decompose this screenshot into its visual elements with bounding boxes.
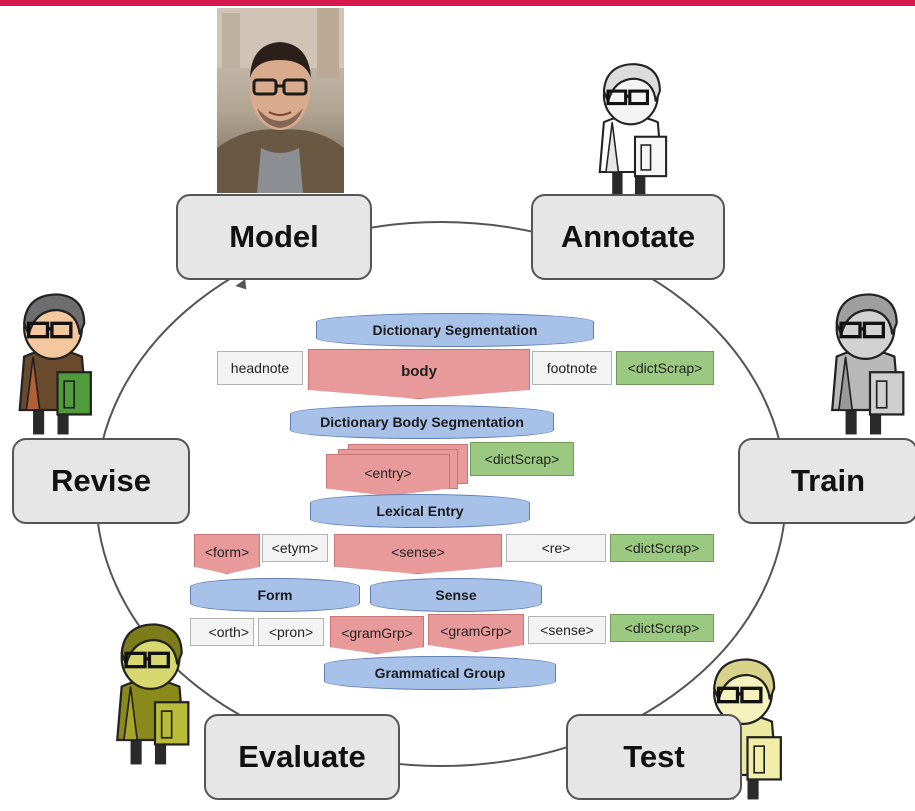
stage-evaluate: Evaluate <box>204 714 400 800</box>
grammatical-group-model: Grammatical Group <box>324 656 556 690</box>
headnote-tag: headnote <box>217 351 303 385</box>
body-tag: body <box>308 349 530 399</box>
dictscrap-tag-3: <dictScrap> <box>610 534 714 562</box>
form-tag: <form> <box>194 534 260 574</box>
sense-model: Sense <box>370 578 542 612</box>
stage-model: Model <box>176 194 372 280</box>
gramgrp-tag-1: <gramGrp> <box>330 616 424 654</box>
gramgrp-tag-2: <gramGrp> <box>428 614 524 652</box>
researcher-revise-icon <box>18 292 93 437</box>
researcher-annotate-icon <box>598 62 668 197</box>
dictionary-body-segmentation-model: Dictionary Body Segmentation <box>290 405 554 439</box>
dictscrap-tag-1: <dictScrap> <box>616 351 714 385</box>
pron-tag: <pron> <box>258 618 324 646</box>
stage-revise: Revise <box>12 438 190 524</box>
sense-tag-nested: <sense> <box>528 616 606 644</box>
sense-tag-main: <sense> <box>334 534 502 574</box>
dictscrap-tag-4: <dictScrap> <box>610 614 714 642</box>
etym-tag: <etym> <box>262 534 328 562</box>
orth-tag: <orth> <box>190 618 254 646</box>
form-model: Form <box>190 578 360 612</box>
dictscrap-tag-2: <dictScrap> <box>470 442 574 476</box>
lexical-entry-model: Lexical Entry <box>310 494 530 528</box>
stage-test: Test <box>566 714 742 800</box>
dictionary-segmentation-model: Dictionary Segmentation <box>316 313 594 347</box>
stage-train: Train <box>738 438 915 524</box>
re-tag: <re> <box>506 534 606 562</box>
top-accent-bar <box>0 0 915 6</box>
person-photo <box>217 8 344 193</box>
footnote-tag: footnote <box>532 351 612 385</box>
entry-tag: <entry> <box>326 454 450 496</box>
stage-annotate: Annotate <box>531 194 725 280</box>
researcher-train-icon <box>830 292 905 437</box>
